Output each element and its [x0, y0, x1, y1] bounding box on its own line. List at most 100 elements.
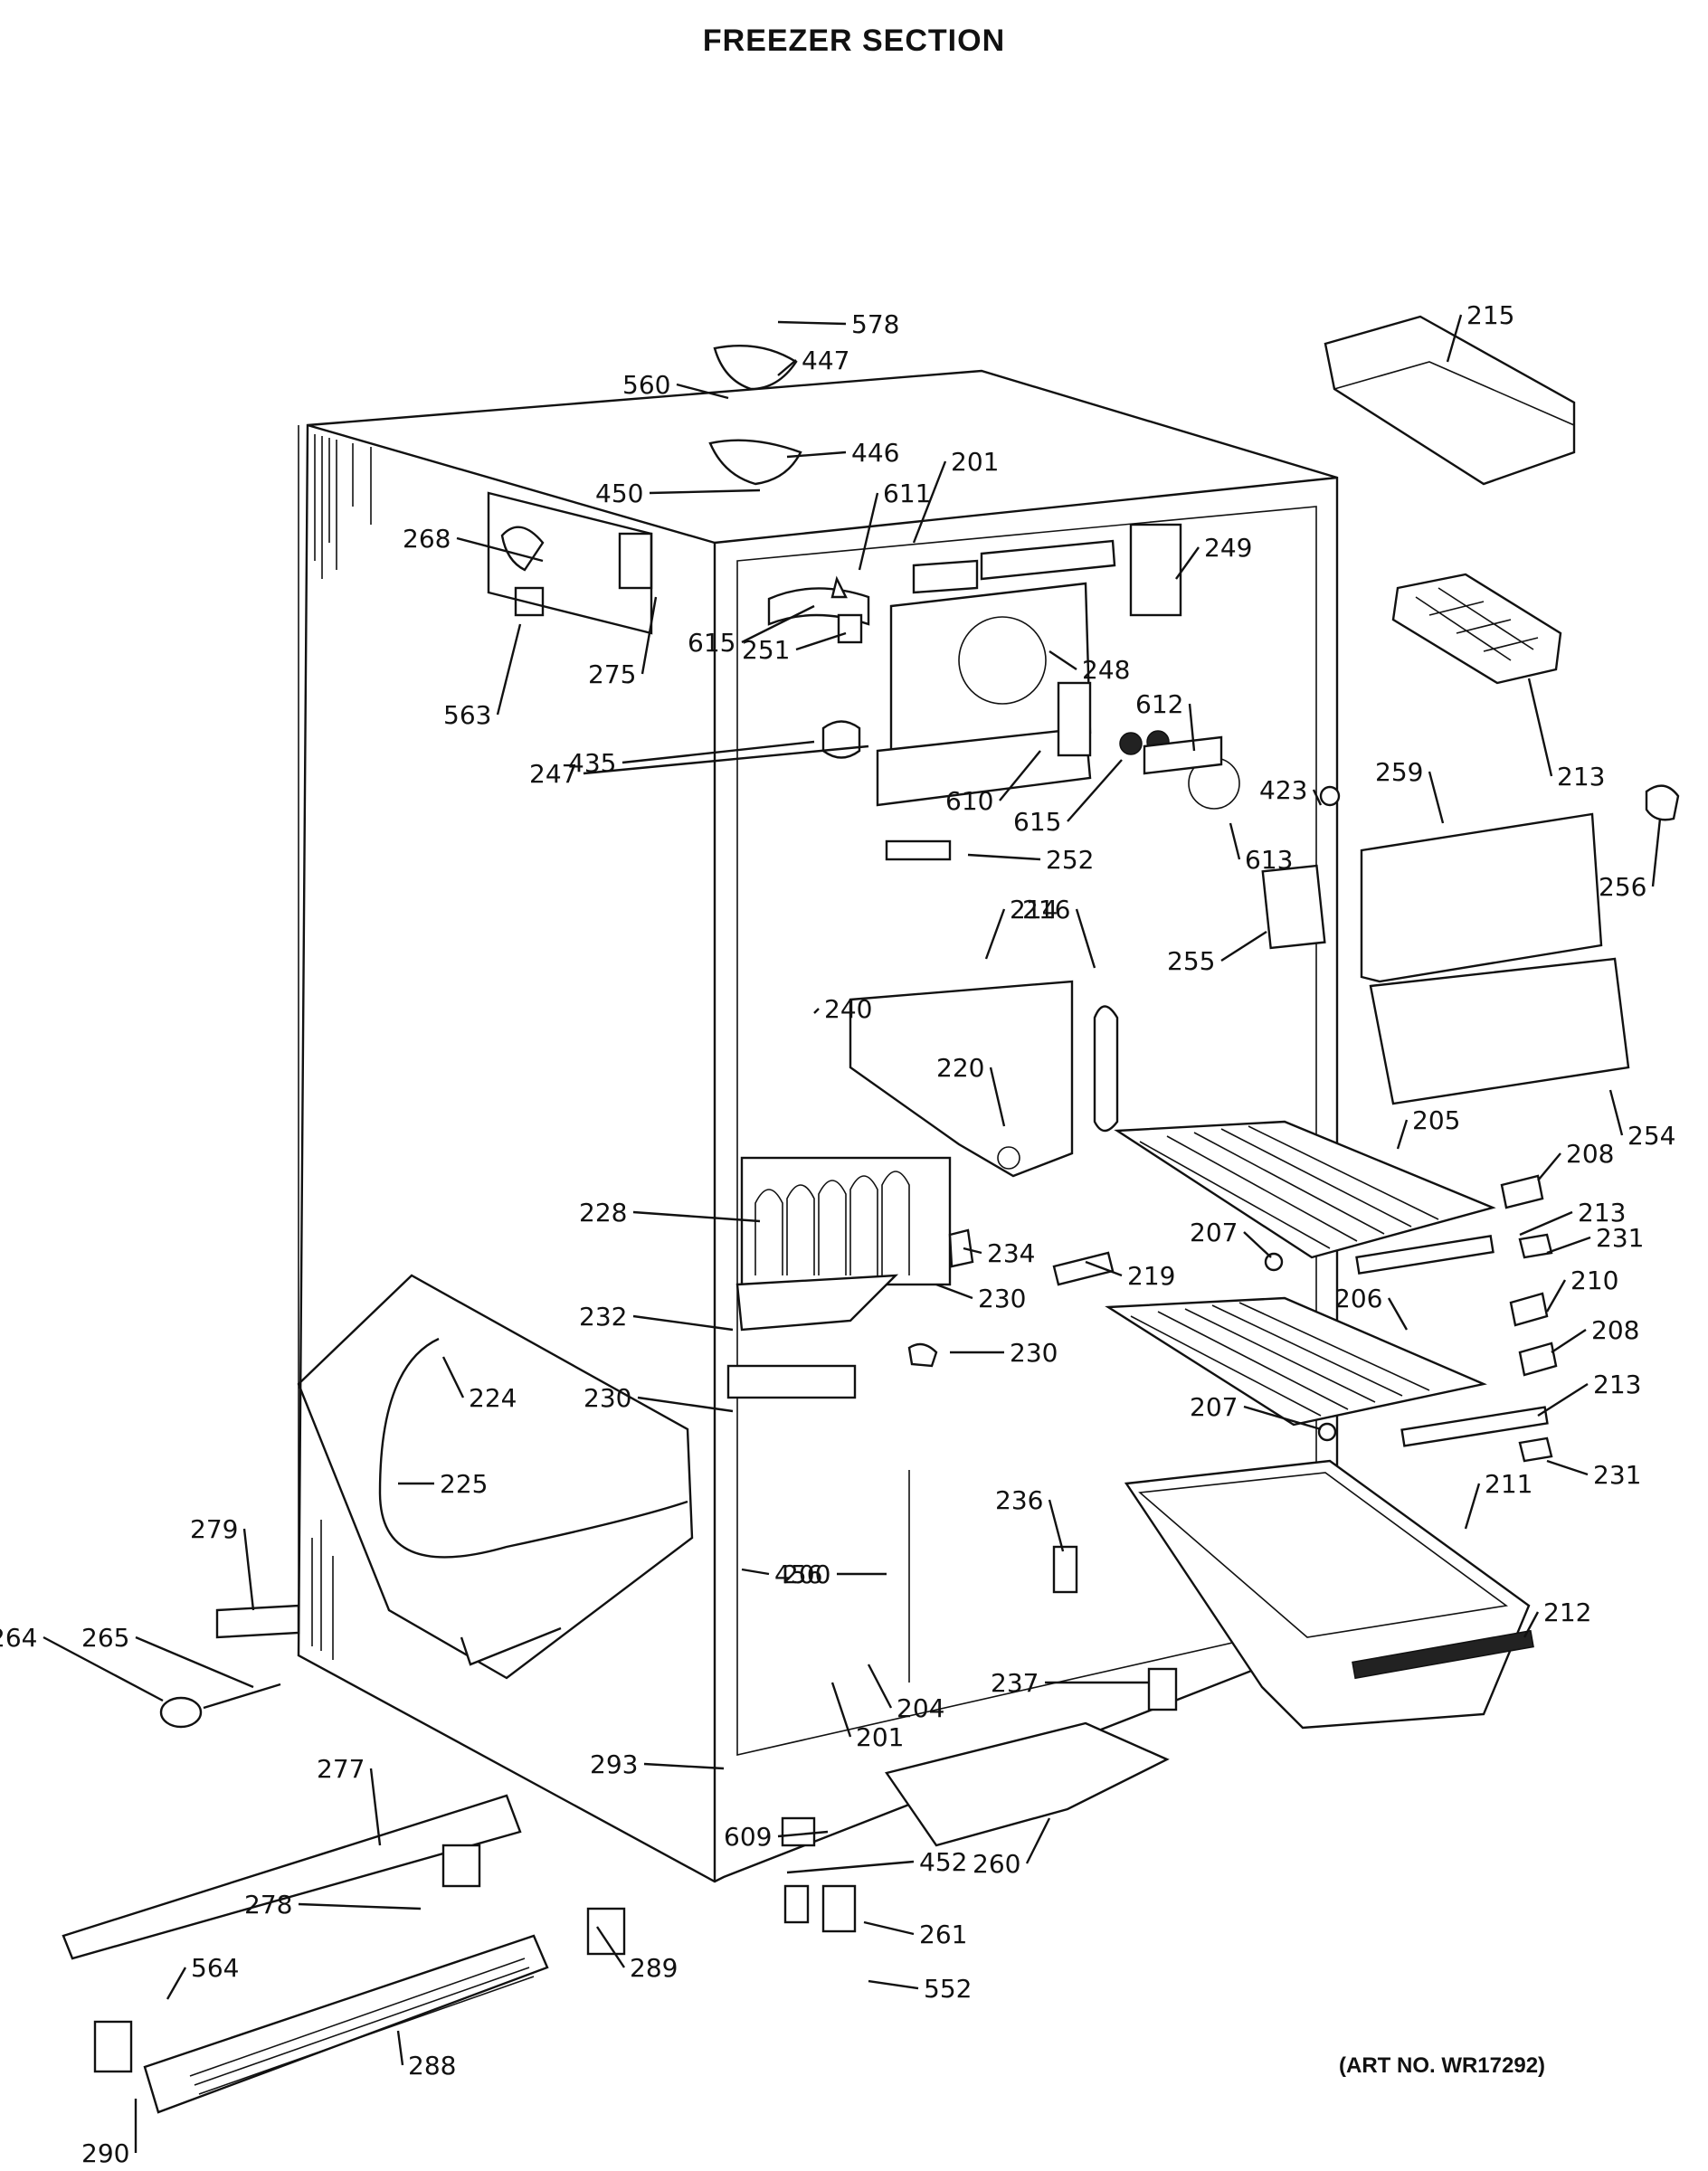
leader-line	[1551, 1328, 1587, 1354]
callout-289: 289	[596, 1926, 678, 1983]
callout-number: 552	[924, 1974, 972, 2004]
callout-205: 205	[1396, 1105, 1460, 1150]
callout-615: 615	[688, 604, 815, 658]
freezer-basket	[1124, 1459, 1531, 1730]
callout-number: 251	[742, 635, 790, 665]
callout-265: 265	[81, 1623, 254, 1689]
callout-204: 204	[867, 1664, 944, 1723]
callout-number: 611	[883, 479, 931, 508]
leader-line	[1085, 1260, 1123, 1277]
leader-line	[1446, 314, 1463, 363]
callout-number: 456	[774, 1560, 822, 1589]
art-number: (ART NO. WR17292)	[1339, 2053, 1546, 2078]
callout-number: 207	[1190, 1392, 1238, 1422]
leader-line	[1387, 1297, 1409, 1331]
leader-line	[1396, 1119, 1409, 1150]
leader-line	[741, 1568, 770, 1576]
callout-578: 578	[777, 309, 899, 339]
callout-number: 609	[724, 1822, 772, 1852]
page-title: FREEZER SECTION	[702, 24, 1006, 58]
callout-number: 214	[1010, 895, 1058, 924]
callout-450: 450	[595, 479, 761, 508]
callout-number: 230	[978, 1284, 1026, 1313]
callout-259: 259	[1375, 757, 1445, 824]
leader-line	[1546, 1459, 1589, 1476]
leader-line	[1067, 759, 1123, 822]
callout-number: 612	[1135, 689, 1183, 719]
leader-line	[1537, 1382, 1589, 1417]
leader-line	[1312, 789, 1323, 806]
callout-615: 615	[1013, 759, 1123, 837]
callout-number: 578	[851, 309, 899, 339]
leader-line	[858, 492, 879, 571]
callout-number: 423	[1259, 775, 1307, 805]
callout-215: 215	[1446, 300, 1514, 363]
leader-line	[632, 1314, 734, 1332]
callout-number: 236	[995, 1485, 1043, 1515]
callout-number: 248	[1082, 655, 1130, 685]
callout-230: 230	[935, 1283, 1026, 1313]
leader-line	[135, 1635, 254, 1689]
callout-number: 560	[622, 370, 670, 400]
leader-line	[1608, 1089, 1624, 1136]
leader-line	[1220, 930, 1267, 962]
callout-number: 610	[945, 786, 993, 816]
callout-number: 615	[688, 628, 735, 658]
callout-613: 613	[1229, 822, 1293, 875]
callout-number: 237	[991, 1668, 1039, 1698]
callout-number: 228	[579, 1198, 627, 1228]
callout-225: 225	[398, 1469, 488, 1499]
callout-number: 447	[802, 346, 849, 375]
evaporator-coil	[740, 1156, 952, 1286]
callout-number: 260	[973, 1849, 1020, 1879]
callout-456: 456	[741, 1560, 822, 1589]
cabinet-front-edge	[307, 423, 716, 1882]
callout-number: 563	[443, 700, 491, 730]
callout-201: 201	[912, 447, 999, 544]
callout-609: 609	[724, 1822, 829, 1852]
callout-number: 211	[1485, 1469, 1532, 1499]
hinge-bracket	[215, 1604, 300, 1639]
leader-line	[786, 1860, 915, 1874]
leader-line	[1049, 650, 1077, 670]
callout-number: 200	[783, 1560, 830, 1589]
leader-line	[867, 1664, 893, 1709]
callout-212: 212	[1523, 1597, 1591, 1638]
callout-260: 260	[973, 1817, 1051, 1879]
callout-number: 240	[824, 994, 872, 1024]
leader-line	[1025, 1817, 1051, 1864]
leader-line	[1229, 822, 1241, 860]
leader-line	[863, 1920, 915, 1936]
callout-278: 278	[244, 1890, 422, 1920]
callout-208: 208	[1551, 1315, 1639, 1354]
callout-number: 288	[408, 2051, 456, 2081]
callout-number: 216	[1022, 895, 1070, 924]
callout-230: 230	[950, 1338, 1058, 1368]
leader-line	[984, 908, 1006, 960]
callout-452: 452	[786, 1847, 967, 1877]
callout-237: 237	[991, 1668, 1149, 1698]
leader-line	[1545, 1279, 1567, 1313]
callout-612: 612	[1135, 689, 1196, 752]
panel-front	[1369, 957, 1630, 1105]
callout-251: 251	[742, 631, 847, 665]
callout-231: 231	[1546, 1223, 1644, 1255]
base-rail	[62, 1794, 522, 1960]
callout-277: 277	[317, 1754, 382, 1846]
leader-line	[583, 744, 869, 775]
leader-line	[1243, 1231, 1272, 1258]
leader-line	[1464, 1483, 1481, 1530]
leader-line	[1243, 1405, 1322, 1431]
callout-number: 279	[190, 1514, 238, 1544]
callout-number: 219	[1127, 1261, 1175, 1291]
callout-number: 452	[919, 1847, 967, 1877]
callout-552: 552	[868, 1974, 972, 2004]
callout-293: 293	[590, 1749, 725, 1779]
leader-line	[643, 1762, 725, 1770]
leader-line	[813, 1008, 820, 1014]
callout-200: 200	[783, 1560, 887, 1589]
callout-210: 210	[1545, 1266, 1618, 1313]
callout-number: 210	[1570, 1266, 1618, 1295]
callout-231: 231	[1546, 1459, 1641, 1490]
